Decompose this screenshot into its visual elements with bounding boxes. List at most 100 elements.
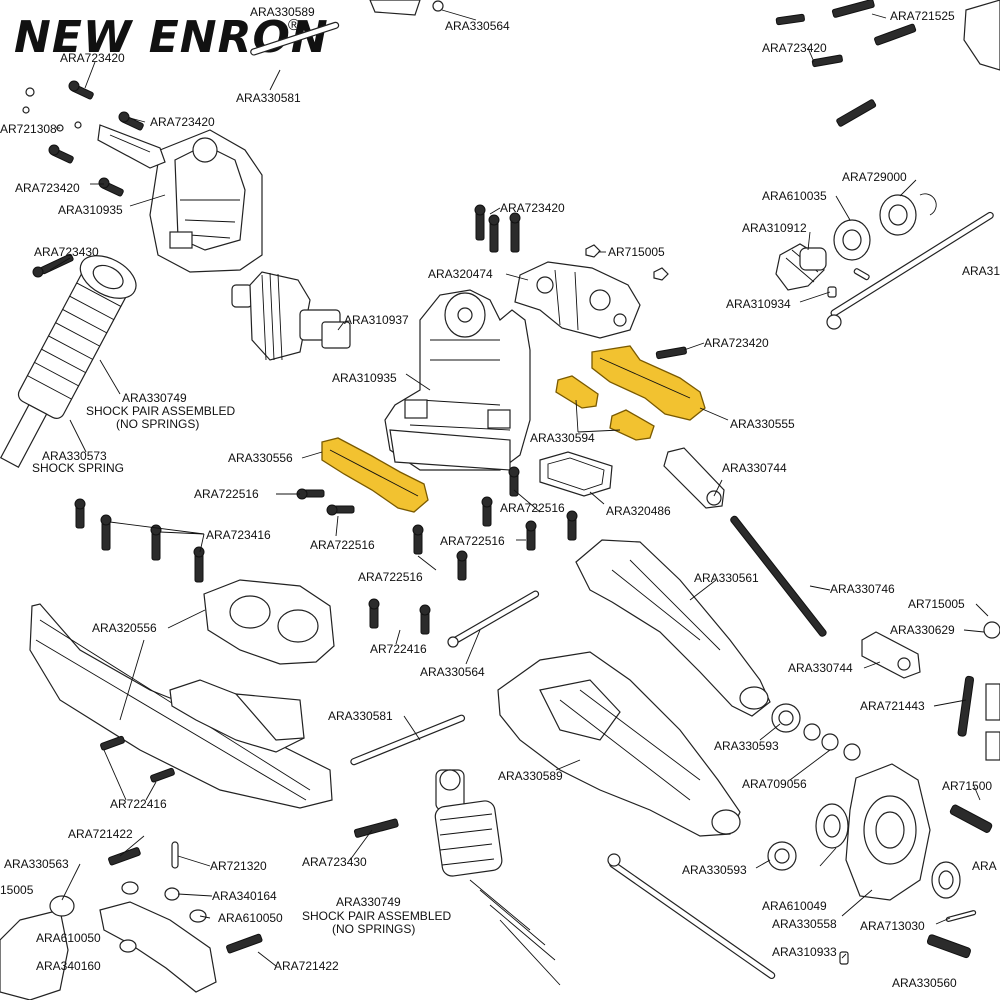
label-ara721525: ARA721525 <box>890 9 955 23</box>
label-ar715005-bl: 15005 <box>0 883 34 897</box>
label-ara310935-left: ARA310935 <box>58 203 123 217</box>
label-ara330581-top: ARA330581 <box>236 91 301 105</box>
screws-top-right <box>655 0 917 360</box>
rear-gearbox-center <box>384 289 531 471</box>
label-ara320474: ARA320474 <box>428 267 493 281</box>
label-ar722416-a: AR722416 <box>370 642 427 656</box>
label-ara310937: ARA310937 <box>344 313 409 327</box>
label-ara-edge-c: ARA <box>972 859 997 873</box>
label-ara330749-line3: (NO SPRINGS) <box>116 417 199 431</box>
gold-part-ara330555 <box>591 345 706 421</box>
label-ara330581-mid: ARA330581 <box>328 709 393 723</box>
label-ar721320: AR721320 <box>210 859 267 873</box>
suspension-arm-upper <box>575 539 771 717</box>
front-brace <box>169 679 305 753</box>
label-ara330749b-line1: ARA330749 <box>336 895 401 909</box>
label-ara723420-c: ARA723420 <box>15 181 80 195</box>
label-ara723420-mid: ARA723420 <box>704 336 769 350</box>
label-ara330746: ARA330746 <box>830 582 895 596</box>
label-ara723420-b: ARA723420 <box>150 115 215 129</box>
rod-end-upper <box>663 447 725 509</box>
screws-bottom-left <box>100 735 399 954</box>
label-ara310934: ARA310934 <box>726 297 791 311</box>
label-ar715005-right: AR715005 <box>908 597 965 611</box>
label-ara330563: ARA330563 <box>4 857 69 871</box>
label-ara31-edge: ARA31 <box>962 264 1000 278</box>
label-ara330749-line2: SHOCK PAIR ASSEMBLED <box>86 404 235 418</box>
gasket <box>539 451 613 497</box>
label-ara330749b-line2: SHOCK PAIR ASSEMBLED <box>302 909 451 923</box>
label-ara330555: ARA330555 <box>730 417 795 431</box>
label-ara340160: ARA340160 <box>36 959 101 973</box>
part-labels: ARA330589 ARA330564 ARA723420 ARA330581 … <box>0 5 1000 990</box>
label-ara610035: ARA610035 <box>762 189 827 203</box>
label-ara709056: ARA709056 <box>742 777 807 791</box>
pinion-assembly <box>775 193 937 298</box>
label-ara330749-line1: ARA330749 <box>122 391 187 405</box>
label-ara330593-b: ARA330593 <box>682 863 747 877</box>
gold-part-ara330594-b <box>609 409 655 441</box>
label-ara713030: ARA713030 <box>860 919 925 933</box>
label-ara330558: ARA330558 <box>772 917 837 931</box>
hinge-pin-top <box>250 21 340 56</box>
label-ara340164: ARA340164 <box>212 889 277 903</box>
leader-lines <box>49 9 989 967</box>
label-ara723420-right: ARA723420 <box>762 41 827 55</box>
label-ara330744-a: ARA330744 <box>722 461 787 475</box>
label-ara320486: ARA320486 <box>606 504 671 518</box>
label-ara330589-top: ARA330589 <box>250 5 315 19</box>
gold-part-ara330556 <box>321 437 429 513</box>
label-ara729000: ARA729000 <box>842 170 907 184</box>
bumper-mount <box>203 579 335 665</box>
label-ara330560: ARA330560 <box>892 976 957 990</box>
label-ara722516-e: ARA722516 <box>358 570 423 584</box>
label-ara721422-a: ARA721422 <box>68 827 133 841</box>
label-ar722416-b: AR722416 <box>110 797 167 811</box>
label-ara330564-top: ARA330564 <box>445 19 510 33</box>
screws-left-column <box>74 498 205 583</box>
label-ara723430: ARA723430 <box>34 245 99 259</box>
upper-brace <box>514 261 641 339</box>
steering-parts-bottom-left <box>0 841 217 1001</box>
brand-logo: NEW ENRON <box>14 12 329 63</box>
label-ara722516-c: ARA722516 <box>310 538 375 552</box>
label-ara310933: ARA310933 <box>772 945 837 959</box>
hinge-pin-middle <box>447 590 540 648</box>
label-ara330629: ARA330629 <box>890 623 955 637</box>
label-ara610050-a: ARA610050 <box>218 911 283 925</box>
hub-carrier <box>845 763 931 901</box>
label-ara721443: ARA721443 <box>860 699 925 713</box>
label-ara320556: ARA320556 <box>92 621 157 635</box>
label-ara330594: ARA330594 <box>530 431 595 445</box>
label-ara721422-b: ARA721422 <box>274 959 339 973</box>
differential <box>231 271 351 361</box>
label-ara330573-line1: ARA330573 <box>42 449 107 463</box>
label-ara723416: ARA723416 <box>206 528 271 542</box>
label-ar715005-edge: AR71500 <box>942 779 992 793</box>
label-ara330593-a: ARA330593 <box>714 739 779 753</box>
label-ara310912: ARA310912 <box>742 221 807 235</box>
label-ara610049: ARA610049 <box>762 899 827 913</box>
label-ara310935-center: ARA310935 <box>332 371 397 385</box>
label-ar715005-center: AR715005 <box>608 245 665 259</box>
label-ara723430-b: ARA723430 <box>302 855 367 869</box>
drive-shaft-right <box>826 211 994 330</box>
label-ara610050-b: ARA610050 <box>36 931 101 945</box>
pivot-ball <box>983 621 1000 639</box>
hub-top-right-partial <box>963 0 1000 71</box>
label-ara722516-a: ARA722516 <box>194 487 259 501</box>
label-ar721308: AR721308 <box>0 122 57 136</box>
turnbuckle <box>730 515 827 637</box>
gold-part-ara330594-a <box>555 375 599 409</box>
label-ara330556: ARA330556 <box>228 451 293 465</box>
label-ara330744-b: ARA330744 <box>788 661 853 675</box>
label-ara723420-a: ARA723420 <box>60 51 125 65</box>
parts-right-edge <box>839 675 1000 965</box>
label-ara330573-line2: SHOCK SPRING <box>32 461 124 475</box>
screws-top-center <box>474 204 669 281</box>
label-ara722516-b: ARA722516 <box>500 501 565 515</box>
shock-assembled-bottom <box>434 769 561 986</box>
label-ara330589-mid: ARA330589 <box>498 769 563 783</box>
